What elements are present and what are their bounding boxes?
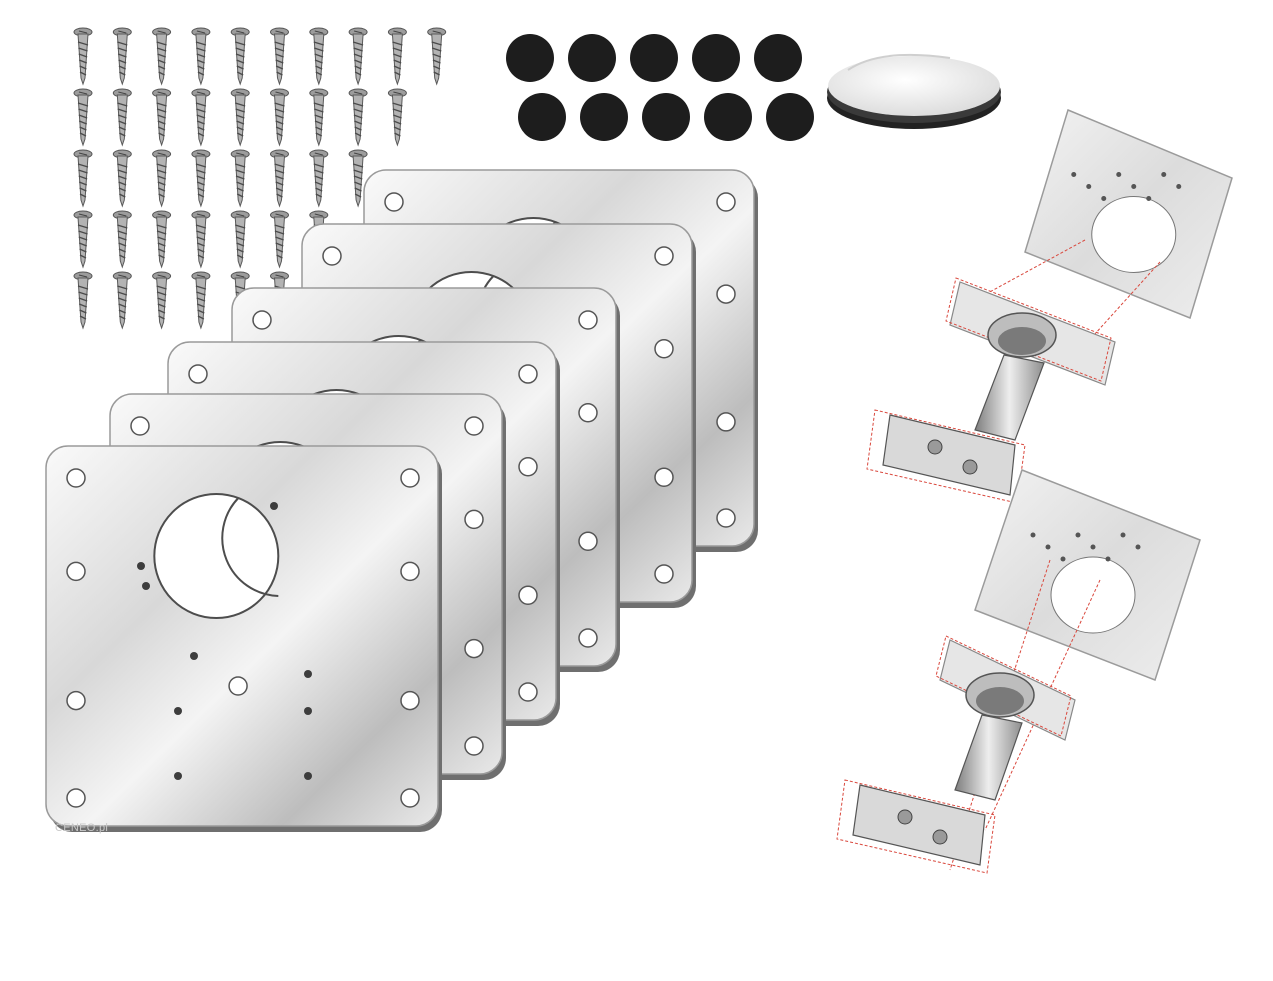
screw-icon	[191, 88, 211, 147]
screw-icon	[112, 149, 132, 208]
felt-pad-icon	[518, 93, 566, 141]
screw-icon	[270, 27, 289, 86]
felt-pad-icon	[704, 93, 752, 141]
adhesive-pad-icon	[827, 53, 1001, 129]
repair-plates-stack	[45, 169, 758, 832]
screws-group	[73, 27, 447, 330]
felt-pad-icon	[506, 34, 554, 82]
screw-icon	[152, 271, 172, 330]
screw-icon	[73, 88, 93, 147]
screw-icon	[387, 27, 407, 86]
screw-icon	[387, 88, 407, 147]
cabinet-hinge-icon	[836, 469, 1201, 874]
felt-pad-icon	[568, 34, 616, 82]
screw-icon	[427, 27, 447, 86]
screw-icon	[73, 210, 93, 269]
screw-icon	[309, 88, 329, 147]
screw-icon	[191, 149, 211, 208]
screw-icon	[191, 27, 211, 86]
screw-icon	[112, 88, 132, 147]
felt-pad-icon	[692, 34, 740, 82]
screw-icon	[152, 149, 172, 208]
screw-icon	[73, 271, 93, 330]
screw-icon	[152, 88, 172, 147]
screw-icon	[348, 149, 368, 208]
screw-icon	[73, 149, 93, 208]
screw-icon	[112, 27, 132, 86]
felt-pad-icon	[754, 34, 802, 82]
hinge-installation-diagrams	[836, 108, 1233, 874]
screw-icon	[270, 149, 289, 208]
felt-pads-group	[506, 34, 814, 141]
felt-pad-icon	[630, 34, 678, 82]
felt-pad-icon	[580, 93, 628, 141]
screw-icon	[309, 27, 329, 86]
screw-icon	[348, 88, 368, 147]
screw-icon	[309, 149, 329, 208]
screw-icon	[191, 271, 211, 330]
screw-icon	[230, 210, 250, 269]
screw-icon	[73, 27, 93, 86]
cabinet-hinge-icon	[866, 108, 1233, 504]
screw-icon	[191, 210, 211, 269]
screw-icon	[230, 27, 250, 86]
felt-pad-icon	[642, 93, 690, 141]
screw-icon	[112, 210, 132, 269]
screw-icon	[112, 271, 132, 330]
repair-plate-icon	[45, 445, 442, 832]
screw-icon	[230, 149, 250, 208]
screw-icon	[270, 88, 289, 147]
screw-icon	[230, 88, 250, 147]
screw-icon	[270, 210, 289, 269]
screw-icon	[152, 27, 172, 86]
screw-icon	[152, 210, 172, 269]
watermark-text: CENEO.pl	[55, 822, 109, 834]
felt-pad-icon	[766, 93, 814, 141]
screw-icon	[348, 27, 368, 86]
